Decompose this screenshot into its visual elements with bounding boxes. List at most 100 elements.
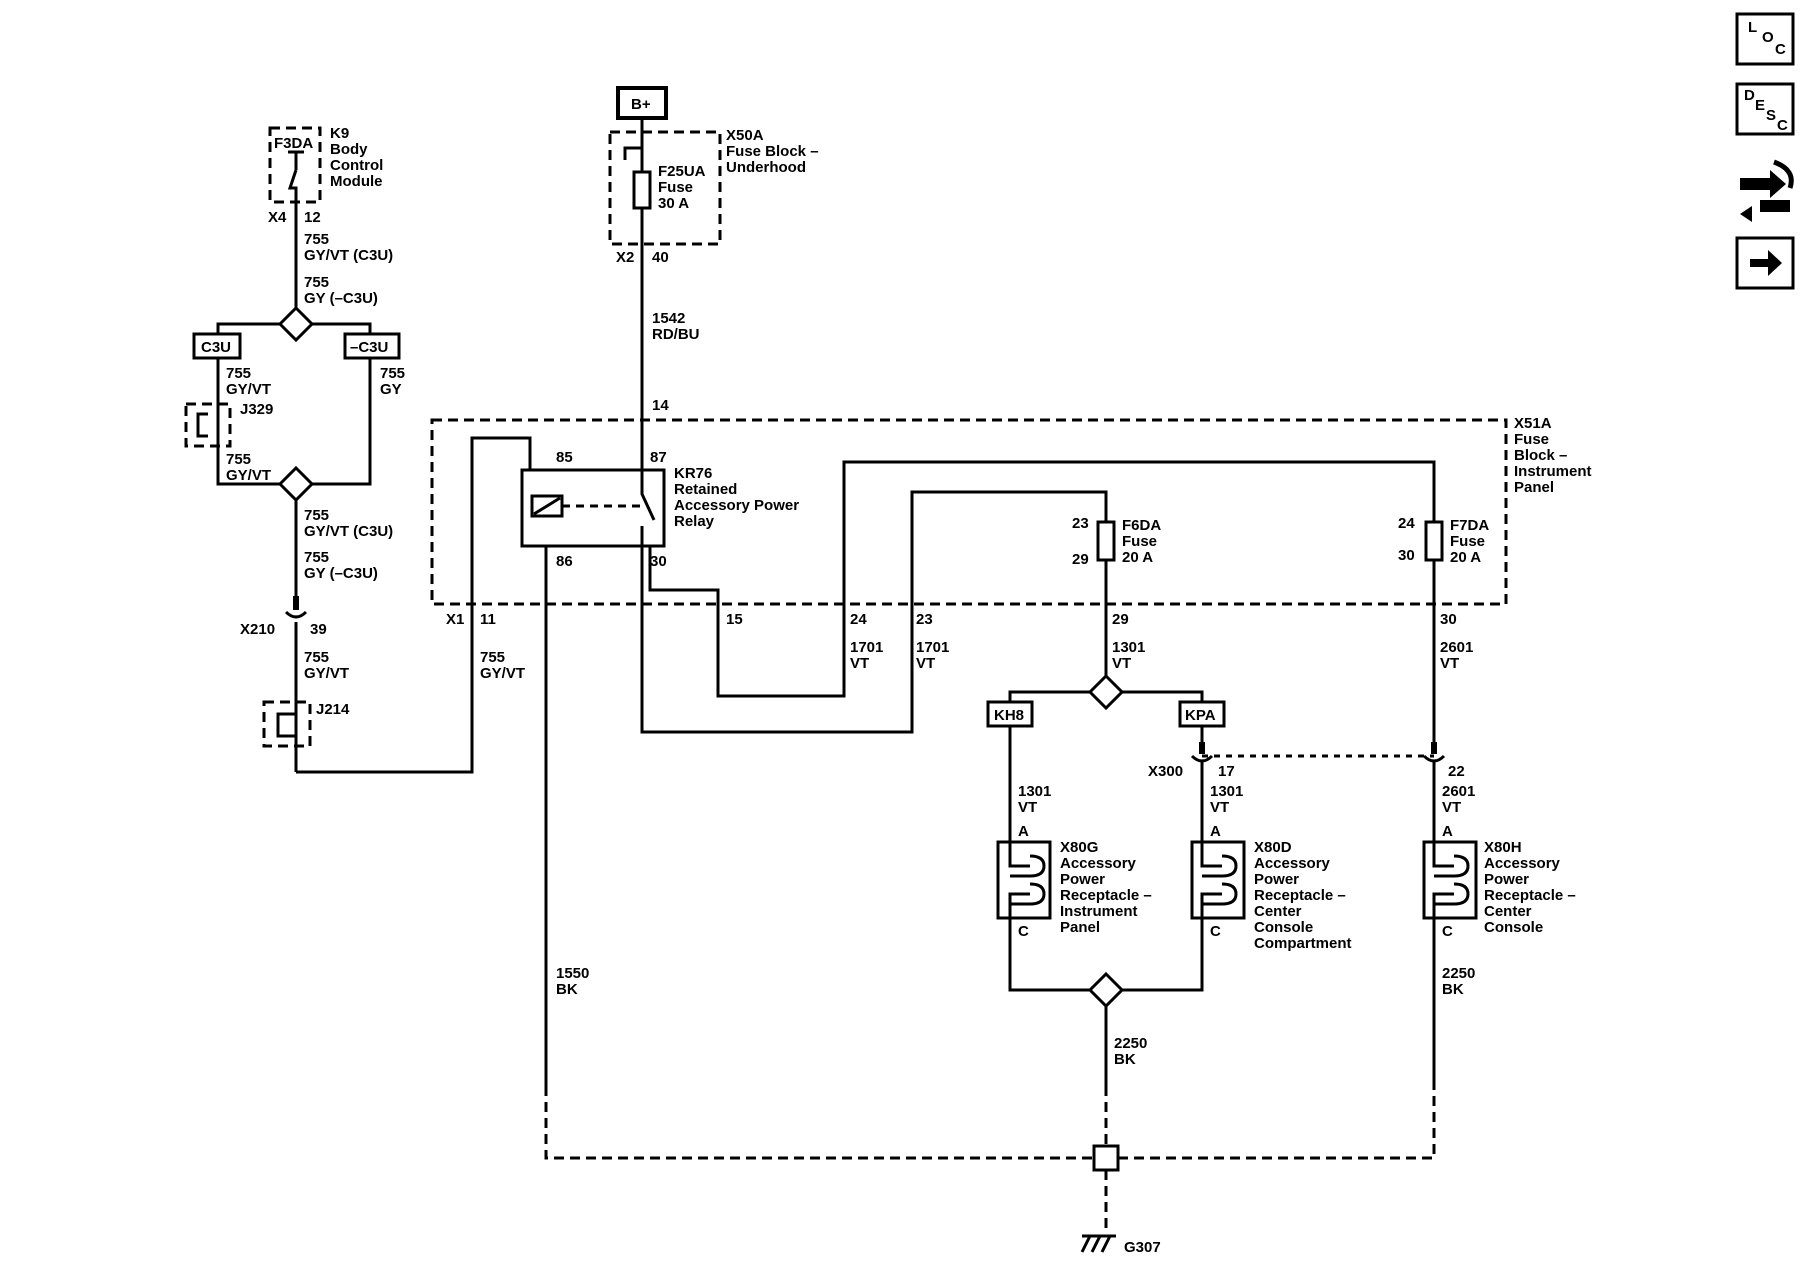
label-w755i-n: 755 (480, 649, 505, 666)
label-x1-id: X1 (446, 611, 464, 628)
label-f6da-pa: 23 (1072, 515, 1089, 532)
splice-top-diamond (277, 305, 315, 343)
label-x51a-l4: Panel (1514, 479, 1554, 496)
label-kr76-p30: 30 (650, 553, 667, 570)
label-kr76-l3: Relay (674, 513, 715, 530)
label-x80g-c: C (1018, 923, 1029, 940)
label-x50a-l2: Underhood (726, 159, 806, 176)
label-w1701b-n: 1701 (916, 639, 949, 656)
label-f6da-l1: Fuse (1122, 533, 1157, 550)
label-g307: G307 (1124, 1239, 1161, 1256)
label-x80h-l1: Accessory (1484, 855, 1561, 872)
label-kr76-p87: 87 (650, 449, 667, 466)
label-x50a-id: X50A (726, 127, 764, 144)
loc-c: C (1775, 41, 1786, 58)
label-w755f-n: 755 (304, 507, 329, 524)
label-x80h-l2: Power (1484, 871, 1529, 888)
label-x210-pin: 39 (310, 621, 327, 638)
label-w1550-n: 1550 (556, 965, 589, 982)
label-x300-id: X300 (1148, 763, 1183, 780)
label-kr76-l1: Retained (674, 481, 737, 498)
label-x80d-l3: Receptacle – (1254, 887, 1346, 904)
label-x80g-id: X80G (1060, 839, 1098, 856)
label-w2601-n: 2601 (1440, 639, 1473, 656)
desc-c: C (1777, 117, 1788, 134)
j214-splice-pack (262, 700, 312, 748)
desc-nav-button[interactable]: D E S C (1735, 82, 1795, 136)
label-x80h-l5: Console (1484, 919, 1543, 936)
label-w2601b-c: VT (1442, 799, 1461, 816)
loc-l: L (1748, 19, 1757, 36)
label-x80h-a: A (1442, 823, 1453, 840)
label-x50a-pin: 40 (652, 249, 669, 266)
label-x210-id: X210 (240, 621, 275, 638)
g307-ground-icon (1080, 1234, 1116, 1253)
option-not-c3u-tag (343, 332, 401, 360)
splice-bottom-diamond (277, 465, 315, 503)
connector-view-icon[interactable] (1740, 159, 1794, 222)
f7da-fuse (1424, 520, 1444, 562)
label-w1550-c: BK (556, 981, 578, 998)
label-kr76-p86: 86 (556, 553, 573, 570)
label-x50a-f2: 30 A (658, 195, 689, 212)
next-page-button[interactable] (1735, 236, 1795, 290)
label-x50a-conn: X2 (616, 249, 634, 266)
label-x50a-l1: Fuse Block – (726, 143, 819, 160)
label-f6da-pb: 29 (1072, 551, 1089, 568)
label-opt-nc3u: –C3U (350, 339, 388, 356)
label-k9-l2: Control (330, 157, 383, 174)
label-w2601-c: VT (1440, 655, 1459, 672)
option-c3u-tag (192, 332, 242, 360)
label-x51a-l2: Block – (1514, 447, 1567, 464)
label-x80d-l4: Center (1254, 903, 1302, 920)
f6da-fuse (1096, 520, 1116, 562)
x80g-accessory-receptacle (996, 840, 1052, 920)
label-w1701a-n: 1701 (850, 639, 883, 656)
loc-o: O (1762, 29, 1774, 46)
label-x80g-a: A (1018, 823, 1029, 840)
loc-nav-button[interactable]: L O C (1735, 12, 1795, 66)
label-x1-p15: 15 (726, 611, 743, 628)
label-w755a-n: 755 (304, 231, 329, 248)
label-w755h-c: GY/VT (304, 665, 349, 682)
label-pin14: 14 (652, 397, 669, 414)
label-w755g-n: 755 (304, 549, 329, 566)
label-x80h-l3: Receptacle – (1484, 887, 1576, 904)
x210-connector (284, 610, 308, 619)
label-kr76-p85: 85 (556, 449, 573, 466)
label-x300-p17: 17 (1218, 763, 1235, 780)
label-opt-c3u: C3U (201, 339, 231, 356)
label-x80h-id: X80H (1484, 839, 1522, 856)
x50a-fuse-block (608, 130, 722, 246)
battery-positive-source: B+ (616, 86, 668, 120)
label-k9-l3: Module (330, 173, 383, 190)
j329-splice-pack (184, 402, 232, 448)
desc-d: D (1744, 87, 1755, 104)
label-w755f-c: GY/VT (C3U) (304, 523, 393, 540)
label-x80d-c: C (1210, 923, 1221, 940)
label-w755b-n: 755 (304, 274, 329, 291)
label-x300-p22: 22 (1448, 763, 1465, 780)
f25ua-fuse (632, 170, 652, 210)
label-k9-conn: X4 (268, 209, 287, 226)
label-w1301-n: 1301 (1112, 639, 1145, 656)
label-w755d-c: GY (380, 381, 402, 398)
label-k9-fuse: F3DA (274, 135, 313, 152)
label-x80d-l5: Console (1254, 919, 1313, 936)
x51a-fuse-block (430, 418, 1508, 606)
label-x80d-l1: Accessory (1254, 855, 1331, 872)
x80h-accessory-receptacle (1422, 840, 1478, 920)
label-x50a-f1: Fuse (658, 179, 693, 196)
label-w755g-c: GY (–C3U) (304, 565, 378, 582)
label-w755d-n: 755 (380, 365, 405, 382)
label-f7da-id: F7DA (1450, 517, 1489, 534)
label-f6da-id: F6DA (1122, 517, 1161, 534)
label-w2250a-c: BK (1114, 1051, 1136, 1068)
desc-s: S (1766, 107, 1776, 124)
label-x80d-l2: Power (1254, 871, 1299, 888)
label-j329: J329 (240, 401, 273, 418)
label-x51a-id: X51A (1514, 415, 1552, 432)
label-f7da-l1: Fuse (1450, 533, 1485, 550)
label-f6da-l2: 20 A (1122, 549, 1153, 566)
